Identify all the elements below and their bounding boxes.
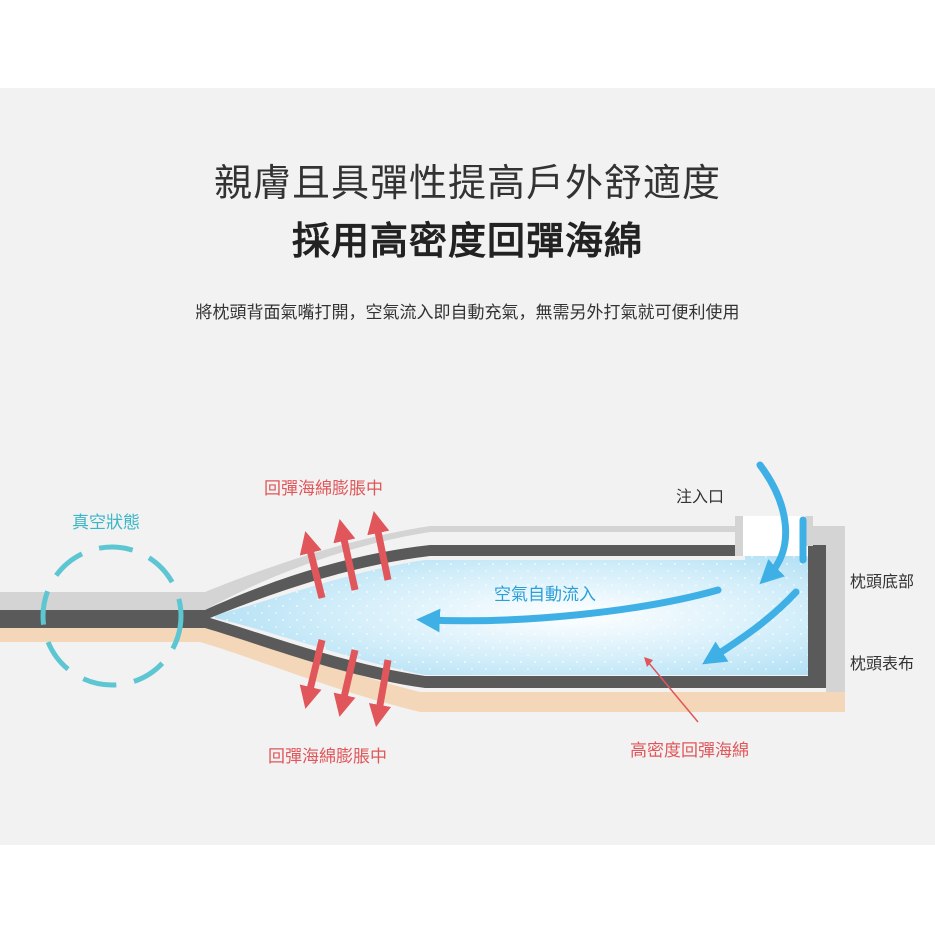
pillow-bottom-right-layer: [808, 526, 845, 692]
foam-leader-head: [644, 657, 653, 667]
pillow-bottom-label: 枕頭底部: [850, 572, 915, 591]
high-density-foam-label: 高密度回彈海綿: [630, 741, 749, 761]
pillow-shell-left-flat: [0, 610, 210, 628]
foam-expanding-top-label: 回彈海綿膨脹中: [264, 479, 383, 499]
diagram-panel: [0, 88, 935, 845]
inlet-valve-left-wall: [735, 516, 743, 556]
expand-arrow-up-3: [367, 511, 392, 581]
vacuum-state-circle: [40, 544, 184, 688]
pillow-shell-right: [808, 545, 826, 688]
foam-expanding-bottom-label: 回彈海綿膨脹中: [268, 747, 387, 767]
title-line-1: 親膚且具彈性提高戶外舒適度: [213, 161, 721, 205]
pillow-shell-bottom: [205, 618, 810, 688]
airflow-arrow-down: [701, 588, 800, 665]
foam-texture: [215, 555, 808, 675]
inlet-label: 注入口: [676, 487, 725, 506]
expand-arrow-down-3: [368, 659, 392, 728]
foam-leader-line: [647, 661, 699, 723]
expand-arrow-down-2: [333, 649, 359, 717]
pillow-surface-fabric-layer: [0, 622, 845, 712]
pillow-bottom-layer: [0, 526, 740, 610]
title-line-2: 採用高密度回彈海綿: [291, 219, 643, 263]
airflow-arrow-inlet: [756, 461, 790, 585]
pillow-surface-fabric-label: 枕頭表布: [850, 654, 915, 673]
description: 將枕頭背面氣嘴打開，空氣流入即自動充氣，無需另外打氣就可便利使用: [195, 303, 740, 323]
inlet-valve-right-wall: [805, 516, 813, 546]
expand-arrow-up-2: [333, 519, 359, 591]
airflow-arrow-left: [416, 586, 722, 633]
expand-arrow-down-1: [299, 639, 326, 709]
expand-arrow-up-1: [299, 531, 326, 599]
air-inflow-label: 空氣自動流入: [494, 585, 596, 605]
vacuum-state-label: 真空狀態: [72, 513, 140, 533]
inlet-valve: [740, 516, 808, 556]
